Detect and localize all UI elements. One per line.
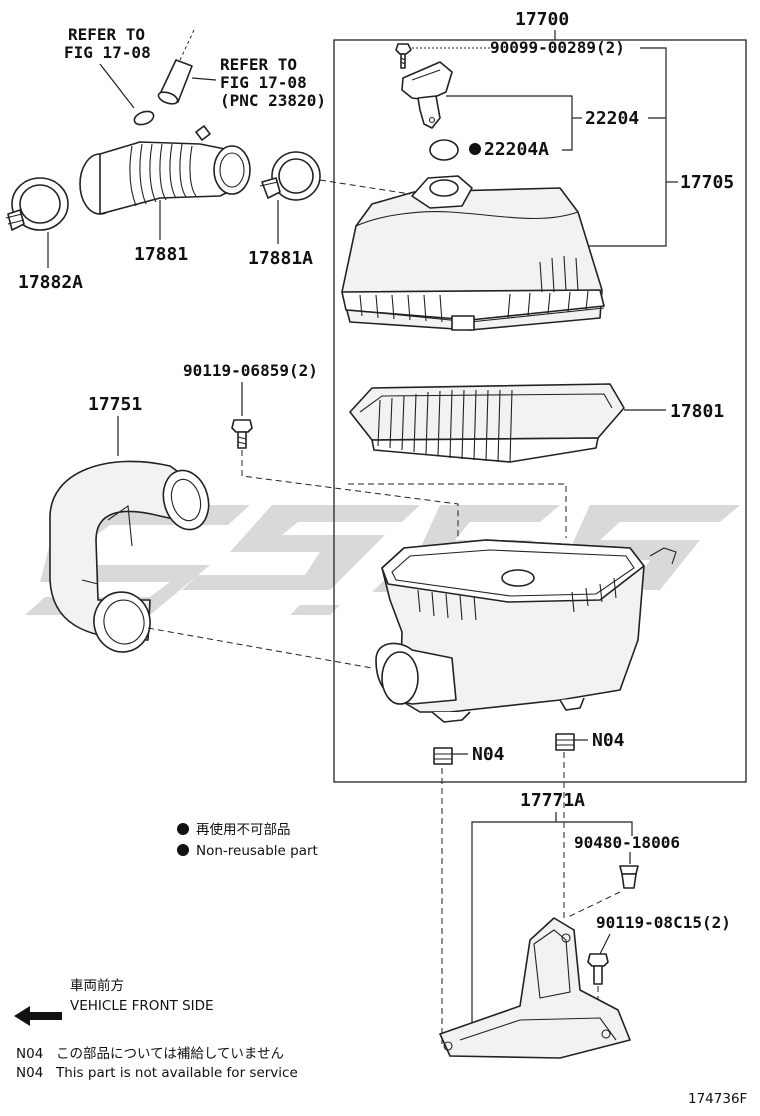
figure-id: 174736F [688,1091,747,1107]
part-label-17705: 17705 [680,172,734,193]
breather-pipe [157,29,195,105]
front-side-jp: 車両前方 [70,977,124,994]
part-label-90119-08c15: 90119-08C15(2) [596,913,731,932]
part-label-90119-06859: 90119-06859(2) [183,361,318,380]
part-label-17801: 17801 [670,401,724,422]
front-side-en: VEHICLE FRONT SIDE [70,998,214,1014]
n04-note-jp-code: N04 [16,1046,43,1062]
n04-note-en-text: This part is not available for service [55,1065,298,1081]
n04-note-en-code: N04 [16,1065,43,1081]
bolt-90119-08c15 [587,953,609,985]
filled-circle-icon [177,844,189,856]
filled-circle-icon [469,143,481,155]
refer-note-2-line2: FIG 17-08 [220,73,307,92]
part-label-n04-left: N04 [472,744,505,765]
n04-note-jp-text: この部品については補給していません [56,1046,284,1062]
o-ring-22204a [429,139,459,161]
part-label-90099: 90099-00289(2) [490,38,625,57]
grommet-90480 [619,865,639,889]
grommet-n04-left [433,747,453,765]
assembly-frame [333,39,747,783]
arrow-left-icon [14,1006,62,1026]
air-cleaner-cap [341,175,605,331]
bolt-90099 [395,43,412,69]
part-label-n04-right: N04 [592,730,625,751]
air-duct-17751 [49,460,210,653]
intake-hose-17881 [79,125,251,215]
part-label-17881: 17881 [134,244,188,265]
legend-nonreusable-jp: 再使用不可部品 [196,821,291,838]
refer-note-2-line3: (PNC 23820) [220,91,326,110]
part-label-17881a: 17881A [248,248,313,269]
part-label-17771a: 17771A [520,790,585,811]
legend-nonreusable-en: Non-reusable part [196,843,318,859]
grommet-n04-right [555,733,575,751]
air-cleaner-case [375,539,677,723]
refer-note-1-line1: REFER TO [68,25,145,44]
filled-circle-icon [177,823,189,835]
part-label-17751: 17751 [88,394,142,415]
refer-note-2-line1: REFER TO [220,55,297,74]
part-label-17882a: 17882A [18,272,83,293]
maf-sensor [401,61,453,129]
part-label-22204a: 22204A [484,139,549,160]
refer-note-1-line2: FIG 17-08 [64,43,151,62]
part-label-90480: 90480-18006 [574,833,680,852]
bolt-90119-06859 [231,419,253,449]
hose-clamp-17881a [259,151,321,201]
hose-clamp-17882a [5,177,69,231]
small-clip [133,110,155,126]
part-label-17700: 17700 [515,9,569,30]
air-filter-element [349,383,625,463]
part-label-22204: 22204 [585,108,639,129]
bracket-17771a [439,917,631,1059]
